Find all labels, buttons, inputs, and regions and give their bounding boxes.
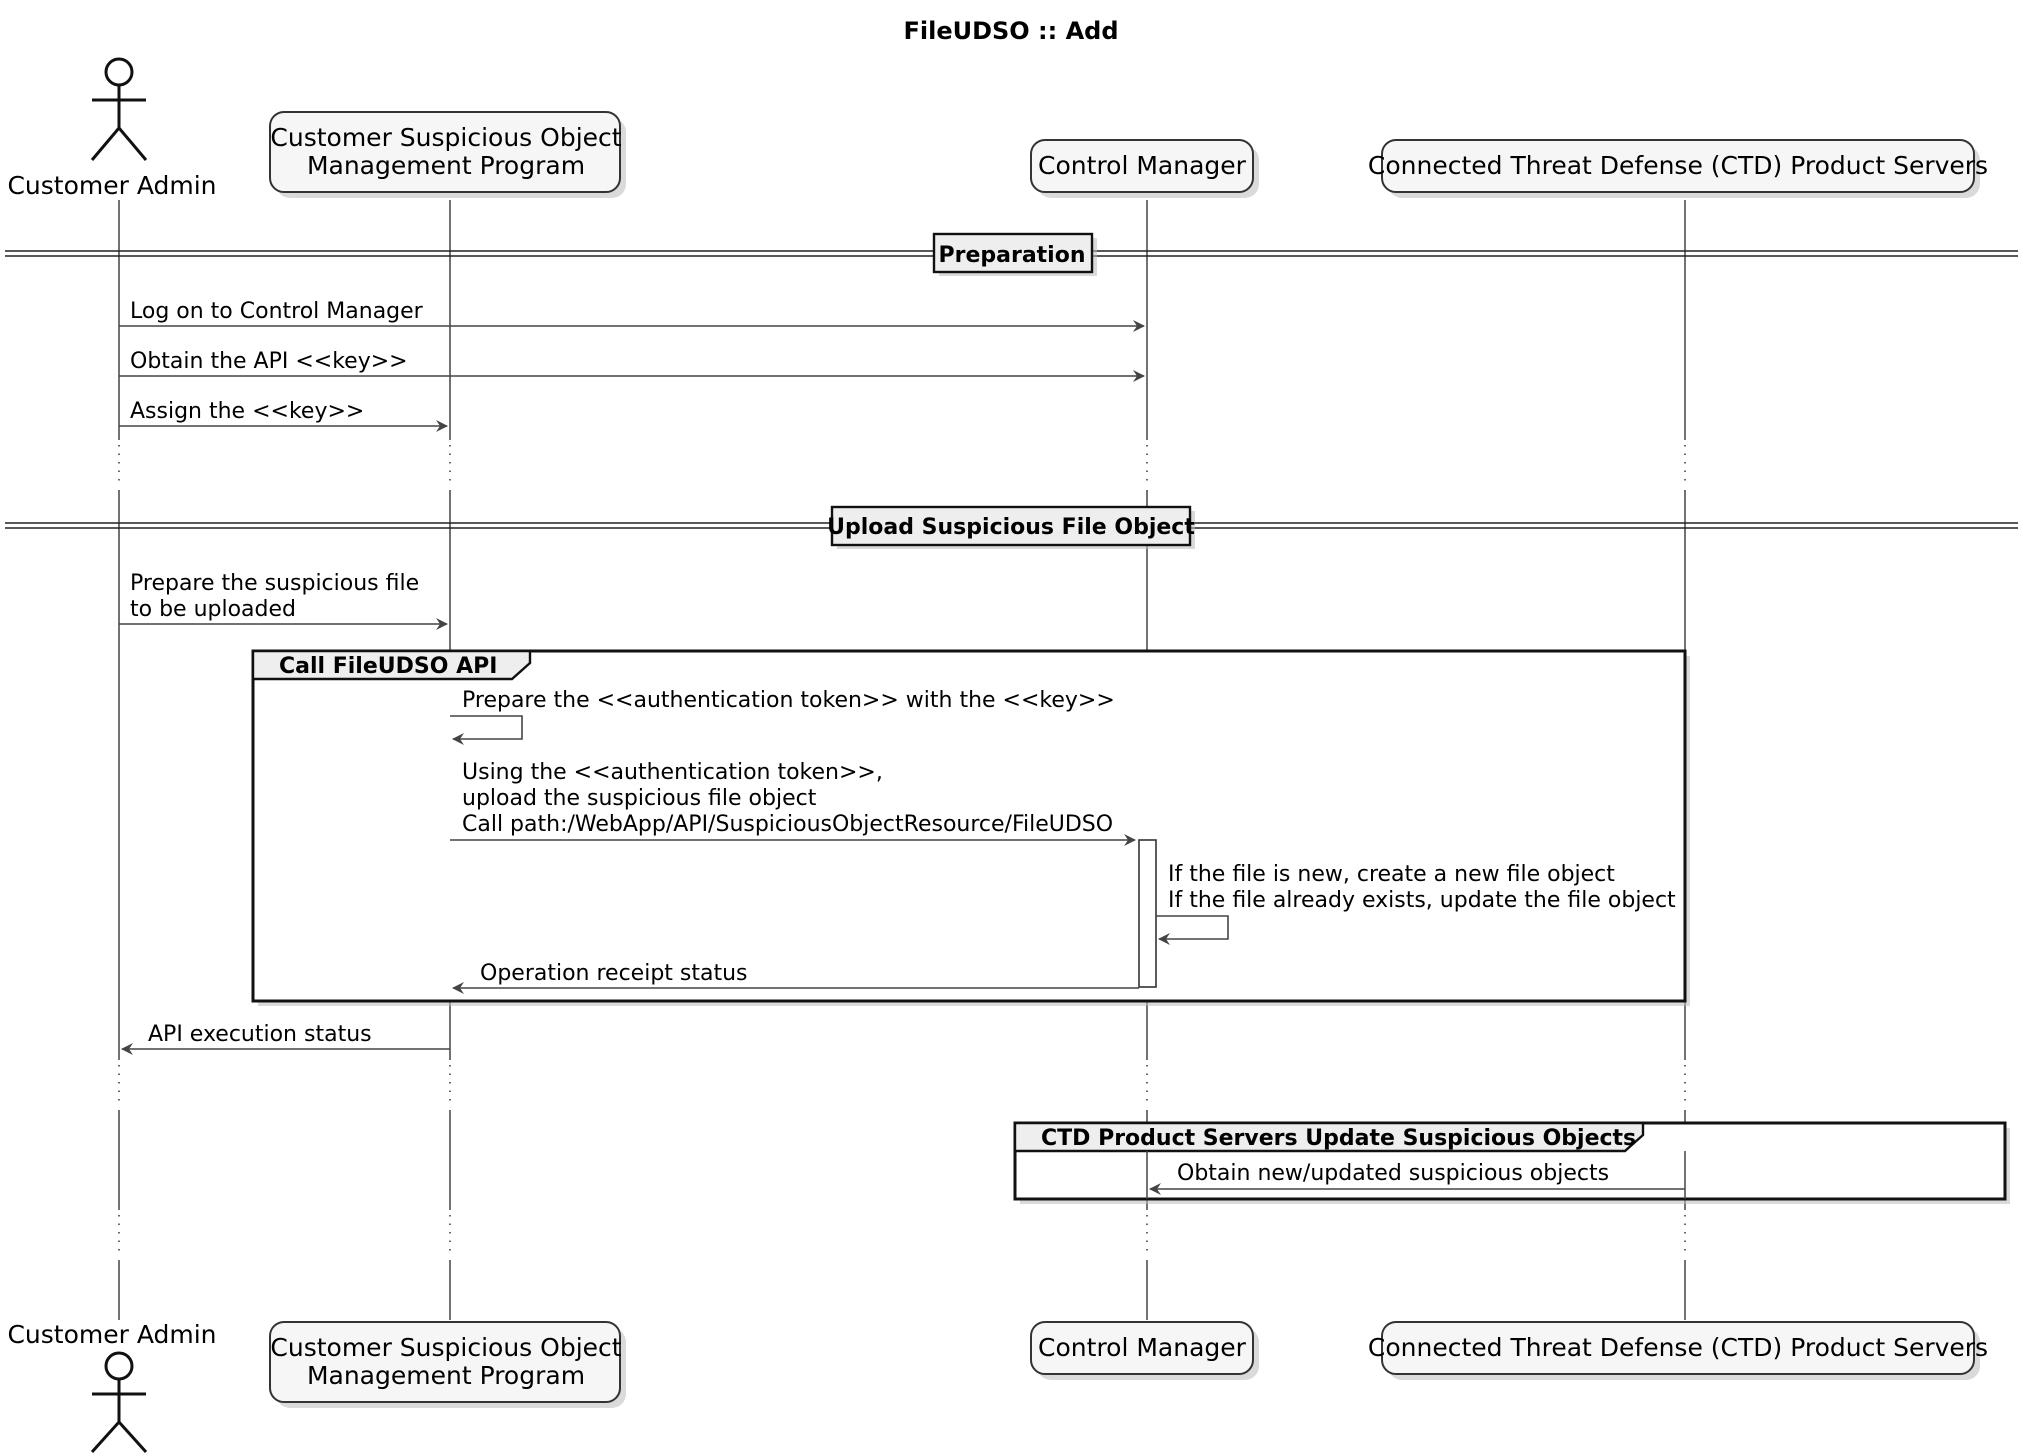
svg-text:Upload Suspicious File Object: Upload Suspicious File Object bbox=[827, 515, 1195, 540]
activation-bar bbox=[1138, 839, 1157, 988]
svg-text:Prepare the suspicious file: Prepare the suspicious file bbox=[130, 571, 419, 596]
message-upload: Using the <<authentication token>>, uplo… bbox=[450, 760, 1136, 846]
participant-control-manager-top: Control Manager bbox=[1030, 139, 1259, 198]
svg-text:Management Program: Management Program bbox=[307, 1361, 585, 1390]
svg-text:CTD Product Servers Update Sus: CTD Product Servers Update Suspicious Ob… bbox=[1041, 1126, 1636, 1151]
message-obtain-key: Obtain the API <<key>> bbox=[119, 349, 1145, 382]
message-create-update: If the file is new, create a new file ob… bbox=[1156, 862, 1676, 945]
svg-text:Assign the <<key>>: Assign the <<key>> bbox=[130, 399, 364, 424]
svg-text:to be uploaded: to be uploaded bbox=[130, 597, 296, 622]
svg-text:Call path:/WebApp/API/Suspicio: Call path:/WebApp/API/SuspiciousObjectRe… bbox=[462, 812, 1113, 837]
message-obtain-objects: Obtain new/updated suspicious objects bbox=[1146, 1151, 1686, 1199]
svg-text:Call FileUDSO API: Call FileUDSO API bbox=[279, 654, 497, 679]
svg-text:If the file already exists, up: If the file already exists, update the f… bbox=[1168, 888, 1676, 913]
svg-text:Management Program: Management Program bbox=[307, 151, 585, 180]
svg-text:API execution status: API execution status bbox=[148, 1022, 372, 1047]
svg-text:Customer Suspicious Object: Customer Suspicious Object bbox=[270, 1333, 621, 1362]
svg-text:Control Manager: Control Manager bbox=[1038, 151, 1247, 180]
diagram-title: FileUDSO :: Add bbox=[903, 17, 1118, 45]
section-upload: Upload Suspicious File Object bbox=[5, 505, 2018, 549]
actor-label: Customer Admin bbox=[7, 171, 216, 200]
message-prepare-token: Prepare the <<authentication token>> wit… bbox=[450, 688, 1115, 745]
svg-text:Prepare the <<authentication t: Prepare the <<authentication token>> wit… bbox=[462, 688, 1115, 713]
participant-ctd-top: Connected Threat Defense (CTD) Product S… bbox=[1368, 139, 1988, 198]
svg-text:Obtain the API <<key>>: Obtain the API <<key>> bbox=[130, 349, 408, 374]
participant-program-top: Customer Suspicious Object Management Pr… bbox=[269, 111, 626, 198]
svg-text:Preparation: Preparation bbox=[938, 243, 1085, 268]
message-assign-key: Assign the <<key>> bbox=[119, 399, 448, 432]
svg-text:upload the suspicious file obj: upload the suspicious file object bbox=[462, 786, 817, 811]
svg-text:Connected Threat Defense (CTD): Connected Threat Defense (CTD) Product S… bbox=[1368, 1333, 1988, 1362]
message-prepare-file: Prepare the suspicious file to be upload… bbox=[119, 571, 448, 630]
svg-text:Obtain new/updated suspicious: Obtain new/updated suspicious objects bbox=[1177, 1161, 1609, 1186]
message-api-status: API execution status bbox=[121, 1022, 450, 1055]
message-receipt: Operation receipt status bbox=[452, 961, 1139, 994]
actor-customer-admin-top: Customer Admin bbox=[7, 57, 217, 200]
svg-text:If the file is new, create a n: If the file is new, create a new file ob… bbox=[1168, 862, 1615, 887]
section-preparation: Preparation bbox=[5, 232, 2018, 276]
svg-text:Using the <<authentication tok: Using the <<authentication token>>, bbox=[462, 760, 883, 785]
message-log-on: Log on to Control Manager bbox=[119, 299, 1145, 332]
svg-text:Control Manager: Control Manager bbox=[1038, 1333, 1247, 1362]
participant-ctd-bottom: Connected Threat Defense (CTD) Product S… bbox=[1368, 1321, 1988, 1380]
participant-control-manager-bottom: Control Manager bbox=[1030, 1321, 1259, 1380]
svg-text:Connected Threat Defense (CTD): Connected Threat Defense (CTD) Product S… bbox=[1368, 151, 1988, 180]
group-ctd-update: CTD Product Servers Update Suspicious Ob… bbox=[1013, 1121, 2010, 1204]
svg-text:Customer Suspicious Object: Customer Suspicious Object bbox=[270, 123, 621, 152]
group-call-api: Call FileUDSO API bbox=[251, 649, 1690, 1006]
participant-program-bottom: Customer Suspicious Object Management Pr… bbox=[269, 1321, 626, 1408]
svg-text:Operation receipt status: Operation receipt status bbox=[480, 961, 748, 986]
delay-dots bbox=[118, 445, 1686, 1257]
actor-customer-admin-bottom: Customer Admin bbox=[7, 1320, 217, 1454]
svg-text:Customer Admin: Customer Admin bbox=[7, 1320, 216, 1349]
svg-text:Log on to Control Manager: Log on to Control Manager bbox=[130, 299, 424, 324]
